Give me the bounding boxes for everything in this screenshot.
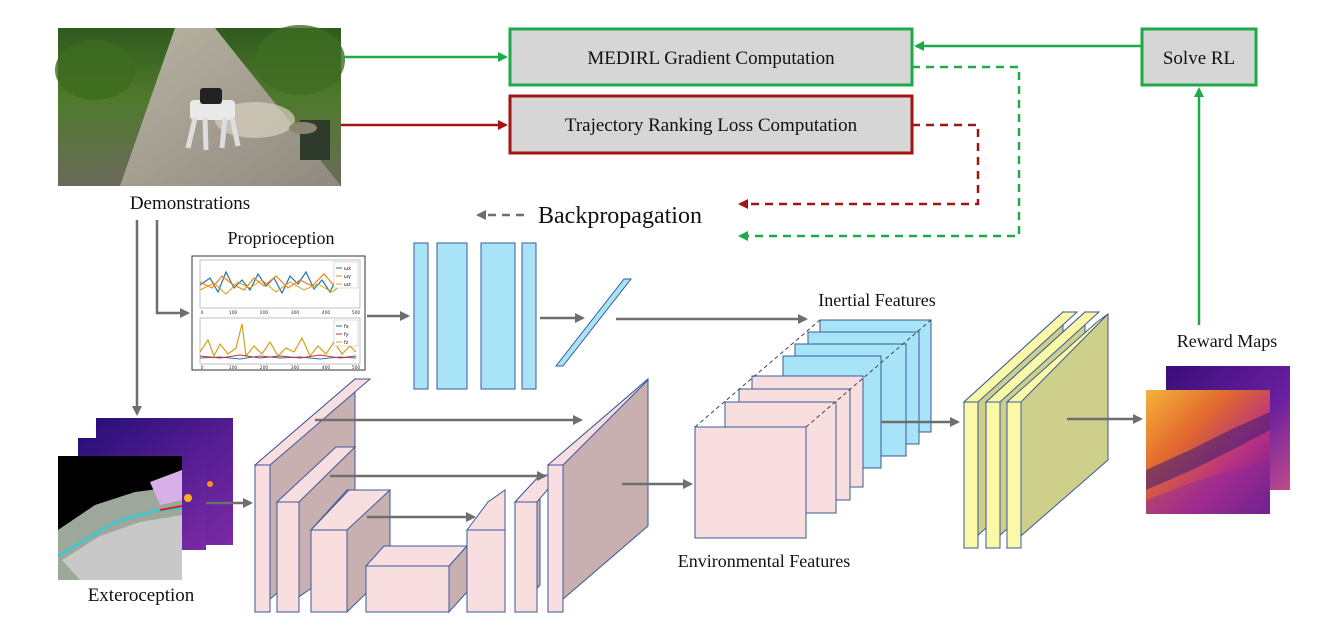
proprioception-plot: ωx ωy ωz fx fy fz 0 100 200 300 400 500 …	[191, 255, 366, 371]
ranking-loss-box: Trajectory Ranking Loss Computation	[508, 94, 914, 155]
backpropagation-label: Backpropagation	[538, 203, 702, 229]
reward-maps-label: Reward Maps	[1177, 331, 1277, 351]
tick-b4: 400	[322, 365, 331, 371]
proprio-encoder-layers	[413, 242, 537, 390]
tick-b1: 100	[229, 365, 238, 371]
environmental-feature-stack	[694, 319, 932, 539]
legend-bottom-2: fz	[344, 340, 349, 346]
reward-head-layers	[962, 310, 1109, 550]
inertial-features-label: Inertial Features	[818, 290, 935, 310]
solve-rl-label: Solve RL	[1163, 48, 1235, 69]
tick-b0: 0	[201, 365, 204, 371]
environmental-features-label: Environmental Features	[678, 551, 850, 571]
tick-1: 100	[229, 310, 238, 316]
arrow-demo-to-proprio	[155, 220, 190, 318]
legend-top-1: ωy	[344, 274, 351, 280]
tick-b5: 500	[352, 365, 361, 371]
ranking-loss-box-label: Trajectory Ranking Loss Computation	[565, 115, 858, 136]
inertial-feature-vector	[554, 278, 633, 367]
demonstrations-label: Demonstrations	[130, 193, 250, 214]
reward-map-images	[1146, 366, 1290, 514]
tick-b2: 200	[260, 365, 269, 371]
plot-legend-top: ωx ωy ωz	[333, 261, 359, 289]
tick-2: 200	[260, 310, 269, 316]
medirl-box: MEDIRL Gradient Computation	[508, 27, 914, 87]
legend-bottom-0: fx	[344, 324, 349, 330]
plot-legend-bottom: fx fy fz	[333, 319, 359, 347]
demonstration-photo	[55, 25, 345, 186]
medirl-box-label: MEDIRL Gradient Computation	[587, 48, 835, 69]
legend-top-2: ωz	[344, 282, 351, 288]
tick-0: 0	[201, 310, 204, 316]
unet-encoder	[253, 377, 469, 614]
unet-decoder	[466, 377, 649, 614]
exteroception-images	[57, 418, 233, 580]
plot-xticks: 0 100 200 300 400 500 0 100 200 300 400 …	[201, 310, 361, 371]
tick-3: 300	[291, 310, 300, 316]
legend-bottom-1: fy	[344, 332, 349, 338]
robot-dog-image	[185, 88, 241, 151]
tick-b3: 300	[291, 365, 300, 371]
exteroception-label: Exteroception	[88, 585, 195, 606]
legend-top-0: ωx	[344, 266, 351, 272]
solve-rl-box: Solve RL	[1140, 27, 1258, 87]
tick-4: 400	[322, 310, 331, 316]
tick-5: 500	[352, 310, 361, 316]
dashed-red-backprop	[738, 123, 980, 209]
proprioception-label: Proprioception	[228, 228, 335, 248]
